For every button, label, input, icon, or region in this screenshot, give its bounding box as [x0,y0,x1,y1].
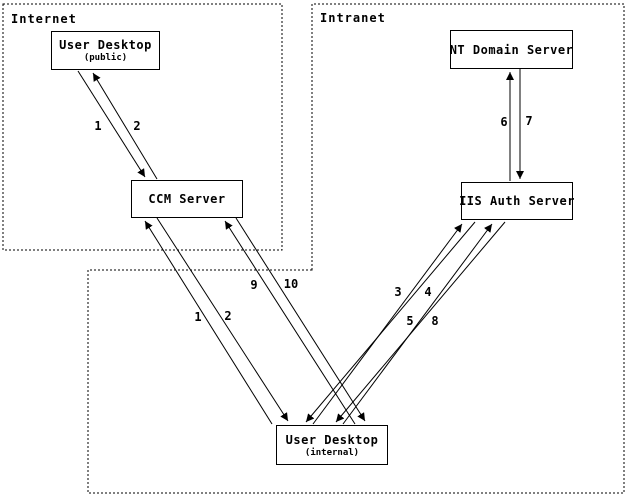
intranet-zone-label: Intranet [320,11,386,25]
edge-label-8: 8 [431,314,439,328]
node-title: IIS Auth Server [459,194,575,208]
edge-label-1-public: 1 [94,119,102,133]
node-subtitle: (public) [83,53,128,63]
node-nt-domain-server: NT Domain Server [450,30,573,69]
edge-label-5: 5 [406,314,414,328]
node-iis-auth-server: IIS Auth Server [459,182,575,220]
arrow-3-internal-desktop-to-iis [312,223,463,425]
edge-label-6: 6 [500,115,508,129]
node-subtitle: (internal) [304,447,360,458]
edge-label-4: 4 [424,285,432,299]
arrow-1-public-desktop-to-ccm [77,70,146,178]
node-user-desktop-internal: User Desktop (internal) [276,425,388,465]
edge-label-3: 3 [394,285,402,299]
internet-zone-outline [2,3,283,251]
arrow-10-ccm-to-internal-desktop [235,217,366,422]
arrow-1-internal-desktop-to-ccm [144,220,273,425]
arrow-2-ccm-to-public-desktop [92,72,158,180]
node-title: NT Domain Server [449,42,574,57]
arrow-8-iis-to-internal-desktop [335,221,506,423]
internet-zone-label: Internet [11,12,77,26]
edge-label-9: 9 [250,278,258,292]
arrow-2-ccm-to-internal-desktop [156,217,289,422]
node-ccm-server: CCM Server [131,180,243,218]
node-user-desktop-public: User Desktop (public) [51,31,160,70]
node-title: CCM Server [148,192,226,206]
arrow-4-iis-to-internal-desktop [305,221,476,423]
edge-label-2-internal: 2 [224,309,232,323]
arrow-5-internal-desktop-to-iis [342,223,493,425]
node-title: User Desktop [59,38,152,52]
intranet-and-internal-zone-outline [87,3,625,494]
edge-label-2-public: 2 [133,119,141,133]
edge-label-10: 10 [283,277,299,291]
edge-label-7: 7 [525,114,533,128]
node-title: User Desktop [285,432,379,447]
edge-label-1-internal: 1 [194,310,202,324]
